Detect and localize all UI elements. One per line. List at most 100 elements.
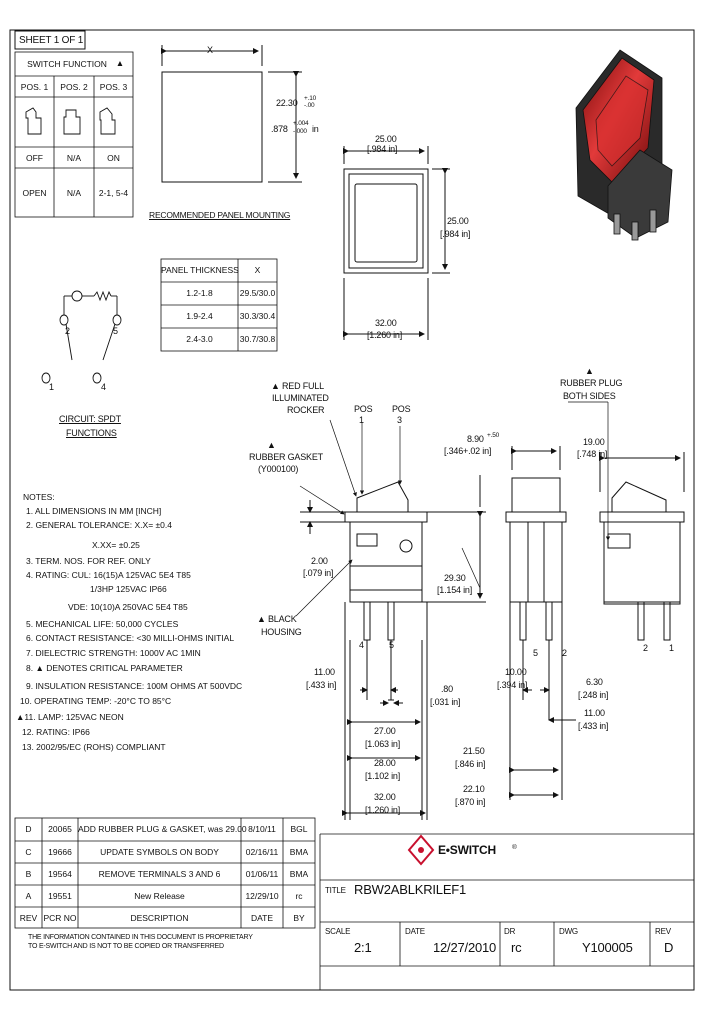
- callout-gasket-mark: ▲: [267, 440, 276, 450]
- rev-cell: C: [25, 847, 32, 857]
- panel-height-tol-plus: +.10: [304, 95, 317, 102]
- note-line: 6. CONTACT RESISTANCE: <30 MILLI-OHMS IN…: [26, 633, 235, 643]
- callout-pos3: POS: [392, 404, 411, 414]
- rev-cell: 19564: [48, 869, 72, 879]
- dim-2700: 27.00: [374, 726, 396, 736]
- side-view-middle: [505, 446, 576, 800]
- circuit-pin-5: 5: [113, 326, 118, 336]
- dim-2150: 21.50: [463, 746, 485, 756]
- note-line: 10. OPERATING TEMP: -20°C TO 85°C: [20, 696, 172, 706]
- note-line: 13. 2002/95/EC (ROHS) COMPLIANT: [22, 742, 166, 752]
- panel-height-tol-minus: -.00: [304, 102, 315, 109]
- note-line: 4. RATING: CUL: 16(15)A 125VAC 5E4 T85: [26, 570, 191, 580]
- right-pin-1: 1: [669, 643, 674, 653]
- pos2-state: N/A: [66, 153, 82, 163]
- rev-header: PCR NO: [43, 913, 77, 923]
- drawn-by-value: rc: [511, 940, 522, 955]
- front-height-imperial: [.984 in]: [440, 229, 471, 239]
- rev-cell: BGL: [290, 824, 308, 834]
- panel-x-label: X: [207, 45, 213, 55]
- rev-cell: BMA: [289, 847, 309, 857]
- front-outer-imperial: [1.260 in]: [367, 330, 403, 340]
- callout-plug-mark: ▲: [585, 366, 594, 376]
- rev-cell: B: [25, 869, 32, 879]
- notes-title: NOTES:: [23, 492, 55, 502]
- panel-table-cell: 29.5/30.0: [239, 288, 276, 298]
- rocker-symbols: [25, 107, 116, 135]
- dim-200-in: [.079 in]: [303, 568, 334, 578]
- rev-cell: BMA: [289, 869, 309, 879]
- sheet-label: SHEET 1 OF 1: [19, 35, 84, 46]
- rev-cell: 12/29/10: [245, 891, 279, 901]
- disclaimer-line-1: THE INFORMATION CONTAINED IN THIS DOCUME…: [28, 934, 253, 941]
- front-width-imperial: [.984 in]: [367, 144, 398, 154]
- circuit-pin-1: 1: [49, 382, 54, 392]
- side-view-right: [599, 452, 685, 641]
- callout-pos1: POS: [354, 404, 373, 414]
- brand-name: E•SWITCH: [438, 843, 496, 857]
- pos3-header: POS. 3: [99, 82, 128, 92]
- dim-1900-in: [.748 in]: [577, 449, 608, 459]
- panel-table-cell: 2.4-3.0: [186, 334, 213, 344]
- panel-cutout: [161, 45, 302, 183]
- note-line: 3. TERM. NOS. FOR REF. ONLY: [26, 556, 151, 566]
- mid-pin-2: 2: [562, 648, 567, 658]
- brand-registered-mark: ®: [512, 844, 517, 851]
- revision-table-grid: [14, 817, 316, 929]
- callout-gasket-1: RUBBER GASKET: [249, 452, 323, 462]
- note-line: 5. MECHANICAL LIFE: 50,000 CYCLES: [26, 619, 179, 629]
- rev-header: BY: [293, 913, 305, 923]
- callout-pos3-num: 3: [397, 415, 402, 425]
- pos2-circuit: N/A: [66, 188, 82, 198]
- note-line: 2. GENERAL TOLERANCE: X.X= ±0.4: [26, 520, 172, 530]
- panel-height-imp-plus: +.004: [293, 120, 309, 127]
- dim-1000: 10.00: [505, 667, 527, 677]
- dim-2150-in: [.846 in]: [455, 759, 486, 769]
- rev-cell: A: [25, 891, 32, 901]
- rev-cell: ADD RUBBER PLUG & GASKET, was 29.00: [78, 824, 247, 834]
- pos3-state: ON: [107, 153, 120, 163]
- dim-2930-in: [1.154 in]: [437, 585, 473, 595]
- critical-mark: ▲: [115, 58, 125, 68]
- dim-2210-in: [.870 in]: [455, 797, 486, 807]
- circuit-caption-2: FUNCTIONS: [66, 428, 117, 438]
- note-line: 1. ALL DIMENSIONS IN MM [INCH]: [26, 506, 162, 516]
- panel-caption: RECOMMENDED PANEL MOUNTING: [149, 210, 291, 220]
- dim-1100: 11.00: [314, 667, 335, 677]
- mid-pin-5: 5: [533, 648, 538, 658]
- note-line: 8. ▲ DENOTES CRITICAL PARAMETER: [26, 663, 183, 673]
- dim-1100-in: [.433 in]: [306, 680, 337, 690]
- callout-gasket-2: (Y000100): [258, 464, 299, 474]
- circuit-pin-4: 4: [101, 382, 106, 392]
- pos3-circuit: 2-1, 5-4: [98, 188, 129, 198]
- brand-logo-mark: [407, 834, 435, 866]
- dim-1100b: 11.00: [584, 708, 605, 718]
- disclaimer-line-2: TO E-SWITCH AND IS NOT TO BE COPIED OR T…: [28, 943, 224, 950]
- rev-cell: 8/10/11: [248, 824, 276, 834]
- switch-3d-picture: [575, 49, 673, 241]
- front-view: [343, 146, 450, 340]
- rev-header: REV: [19, 913, 38, 923]
- dim-3200: 32.00: [374, 792, 396, 802]
- dim-1000-in: [.394 in]: [497, 680, 528, 690]
- callout-housing-1: ▲ BLACK: [257, 614, 297, 624]
- note-line: 12. RATING: IP66: [22, 727, 90, 737]
- dwg-label: DWG: [559, 927, 578, 936]
- panel-height-imp-minus: -.000: [293, 128, 307, 135]
- callout-rocker-1: ▲ RED FULL: [271, 381, 324, 391]
- dim-1100b-in: [.433 in]: [578, 721, 609, 731]
- pos1-header: POS. 1: [20, 82, 49, 92]
- scale-value: 2:1: [354, 940, 372, 955]
- dim-3200-in: [1.260 in]: [365, 805, 401, 815]
- dim-630-in: [.248 in]: [578, 690, 609, 700]
- front-width-metric: 25.00: [375, 134, 397, 144]
- dim-2800-in: [1.102 in]: [365, 771, 401, 781]
- front-height-metric: 25.00: [447, 216, 469, 226]
- date-value: 12/27/2010: [433, 940, 497, 955]
- dim-200: 2.00: [311, 556, 328, 566]
- circuit-pin-2: 2: [65, 326, 70, 336]
- panel-height-metric: 22.30: [276, 98, 298, 108]
- callout-rocker-3: ROCKER: [287, 405, 325, 415]
